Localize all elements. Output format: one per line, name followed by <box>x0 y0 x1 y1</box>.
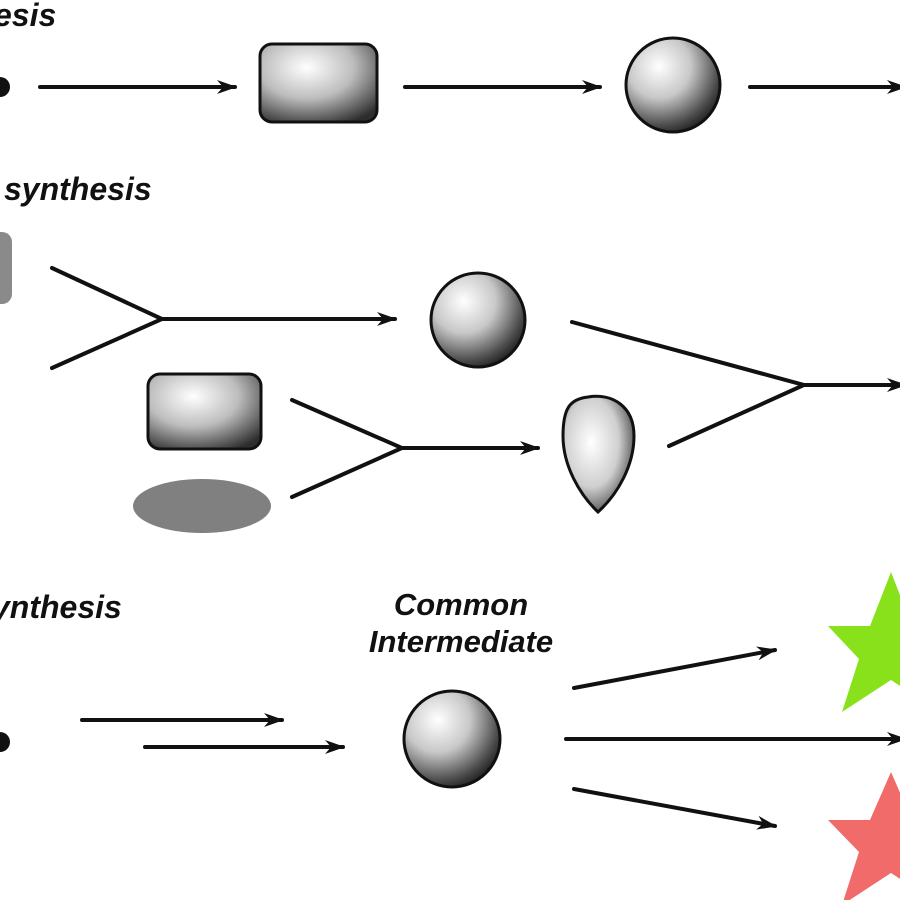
arrow <box>572 787 777 830</box>
section-label-linear: esis <box>0 0 56 33</box>
converging-branch <box>290 398 407 499</box>
converging-branch <box>50 266 167 370</box>
section-label-divergent: ynthesis <box>0 589 122 625</box>
sphere-shape <box>429 271 527 369</box>
start-dot <box>0 77 10 97</box>
gray-oval-shape <box>133 479 271 533</box>
sphere-shape <box>624 36 722 134</box>
start-dot <box>0 732 10 752</box>
section-label-convergent: synthesis <box>4 171 152 207</box>
common-intermediate-label-line1: Common <box>394 587 528 622</box>
common-intermediate-label-line2: Intermediate <box>369 624 553 659</box>
arrow <box>572 646 777 690</box>
rounded-box-shape <box>146 372 263 451</box>
common-intermediate-sphere <box>402 689 502 789</box>
green-star-shape <box>828 572 900 712</box>
rounded-box-shape <box>258 42 379 124</box>
partial-gray-box-shape <box>0 232 12 304</box>
red-star-shape <box>828 772 900 900</box>
teardrop-shape <box>561 394 636 515</box>
